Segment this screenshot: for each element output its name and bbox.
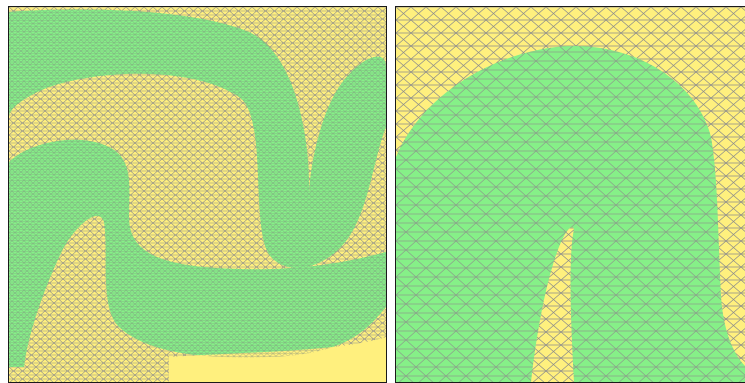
mesh-zoom-svg [396,7,745,382]
bottom-right-band [169,337,386,382]
mesh-panel-zoom [395,6,745,383]
mesh-full-svg [9,7,386,382]
mesh-panel-full [8,6,387,383]
